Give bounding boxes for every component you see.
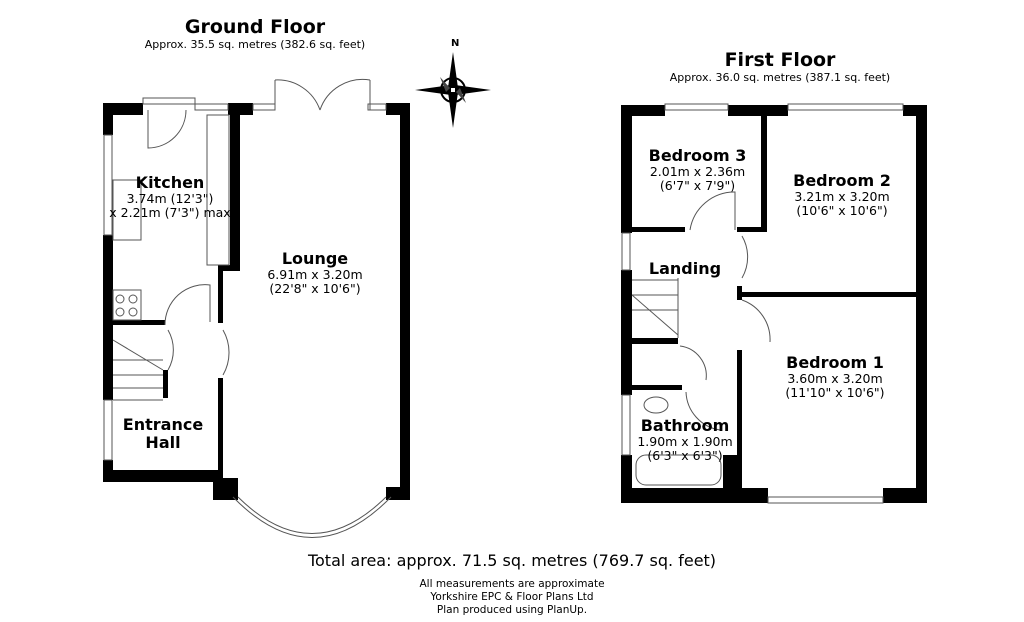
room-dimensions: 3.21m x 3.20m bbox=[794, 189, 890, 204]
footer-line: Yorkshire EPC & Floor Plans Ltd bbox=[430, 591, 594, 603]
room-dimensions-imperial: (6'7" x 7'9") bbox=[659, 178, 736, 193]
ground-floor-fixtures bbox=[103, 78, 392, 538]
compass-north-label: N bbox=[451, 38, 460, 49]
room-dimensions: 1.90m x 1.90m bbox=[637, 434, 733, 449]
room-name-line2: Hall bbox=[145, 433, 181, 452]
footer-line: All measurements are approximate bbox=[419, 578, 605, 590]
ground-floor-area: Approx. 35.5 sq. metres (382.6 sq. feet) bbox=[144, 38, 366, 51]
room-name: Bedroom 1 bbox=[786, 353, 884, 372]
room-name: Kitchen bbox=[135, 173, 205, 192]
total-area: Total area: approx. 71.5 sq. metres (769… bbox=[307, 551, 717, 570]
ground-floor-walls bbox=[103, 103, 410, 500]
room-bedroom-3: Bedroom 3 2.01m x 2.36m (6'7" x 7'9") bbox=[635, 147, 760, 193]
room-name: Landing bbox=[648, 259, 722, 278]
room-bedroom-2: Bedroom 2 3.21m x 3.20m (10'6" x 10'6") bbox=[767, 172, 917, 218]
first-floor-area: Approx. 36.0 sq. metres (387.1 sq. feet) bbox=[669, 71, 891, 84]
room-dimensions: 3.74m (12'3") bbox=[126, 191, 214, 206]
room-name: Bedroom 2 bbox=[793, 171, 891, 190]
room-dimensions-imperial: x 2.21m (7'3") max bbox=[109, 205, 231, 220]
room-dimensions-imperial: (10'6" x 10'6") bbox=[796, 203, 888, 218]
room-name: Bedroom 3 bbox=[648, 146, 747, 165]
first-floor-title: First Floor bbox=[724, 49, 836, 71]
room-entrance-hall: Entrance Hall bbox=[113, 416, 213, 452]
room-dimensions-imperial: (11'10" x 10'6") bbox=[785, 385, 885, 400]
room-dimensions: 2.01m x 2.36m bbox=[649, 164, 746, 179]
room-bedroom-1: Bedroom 1 3.60m x 3.20m (11'10" x 10'6") bbox=[760, 354, 910, 400]
compass-rose bbox=[415, 52, 491, 128]
room-name: Entrance bbox=[122, 415, 204, 434]
room-kitchen: Kitchen 3.74m (12'3") x 2.21m (7'3") max bbox=[100, 174, 240, 220]
room-dimensions-imperial: (6'3" x 6'3") bbox=[647, 448, 723, 463]
room-lounge: Lounge 6.91m x 3.20m (22'8" x 10'6") bbox=[245, 250, 385, 296]
room-landing: Landing bbox=[640, 260, 730, 278]
footer-line: Plan produced using PlanUp. bbox=[436, 604, 588, 616]
footer-notes: All measurements are approximate Yorkshi… bbox=[362, 578, 662, 617]
room-name: Bathroom bbox=[640, 416, 730, 435]
room-name: Lounge bbox=[281, 249, 349, 268]
ground-floor-title: Ground Floor bbox=[184, 16, 326, 38]
room-dimensions-imperial: (22'8" x 10'6") bbox=[269, 281, 361, 296]
first-floor-walls bbox=[621, 105, 927, 503]
room-dimensions: 6.91m x 3.20m bbox=[267, 267, 363, 282]
room-bathroom: Bathroom 1.90m x 1.90m (6'3" x 6'3") bbox=[630, 417, 740, 463]
room-dimensions: 3.60m x 3.20m bbox=[787, 371, 883, 386]
first-floor-fixtures bbox=[621, 103, 904, 504]
